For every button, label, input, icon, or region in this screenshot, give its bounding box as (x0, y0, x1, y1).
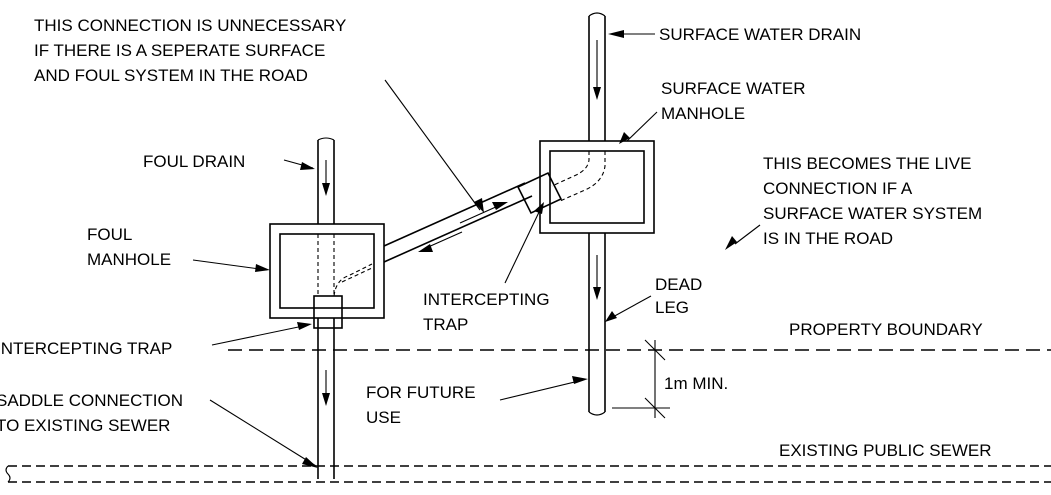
future-use-label-2: USE (366, 408, 401, 427)
live-connection-line-4: IS IN THE ROAD (763, 229, 893, 248)
surface-water-manhole (539, 140, 655, 234)
min-distance-dimension (612, 339, 670, 419)
foul-drain-pipe (317, 137, 335, 479)
connection-note-line-2: IF THERE IS A SEPERATE SURFACE (34, 41, 325, 60)
live-connection-line-3: SURFACE WATER SYSTEM (763, 204, 982, 223)
foul-manhole-label-1: FOUL (87, 225, 132, 244)
surface-water-drain-label: SURFACE WATER DRAIN (659, 25, 861, 44)
surface-water-manhole-label-2: MANHOLE (661, 104, 745, 123)
connecting-pipe (383, 182, 533, 263)
foul-manhole (269, 223, 385, 319)
dead-leg-label-2: LEG (655, 298, 689, 317)
intercepting-trap-right (516, 171, 563, 215)
existing-public-sewer-label: EXISTING PUBLIC SEWER (779, 441, 992, 460)
saddle-connection-label-1: SADDLE CONNECTION (0, 391, 183, 410)
intercepting-trap-left (313, 295, 343, 329)
min-distance-label: 1m MIN. (664, 374, 728, 393)
leader-lines (192, 30, 761, 468)
foul-drain-label: FOUL DRAIN (143, 152, 245, 171)
diagram-labels: THIS CONNECTION IS UNNECESSARY IF THERE … (0, 16, 992, 460)
intercepting-trap-left-label: INTERCEPTING TRAP (0, 339, 172, 358)
dead-leg-label-1: DEAD (655, 275, 702, 294)
foul-manhole-label-2: MANHOLE (87, 250, 171, 269)
saddle-connection-label-2: TO EXISTING SEWER (0, 416, 170, 435)
connection-note-line-3: AND FOUL SYSTEM IN THE ROAD (34, 66, 308, 85)
connection-note-line-1: THIS CONNECTION IS UNNECESSARY (34, 16, 346, 35)
intercepting-trap-right-label-2: TRAP (423, 315, 468, 334)
surface-water-manhole-label-1: SURFACE WATER (661, 79, 806, 98)
live-connection-line-2: CONNECTION IF A (763, 179, 913, 198)
existing-public-sewer (5, 465, 1051, 483)
property-boundary-label: PROPERTY BOUNDARY (789, 320, 983, 339)
intercepting-trap-right-label-1: INTERCEPTING (423, 290, 550, 309)
live-connection-line-1: THIS BECOMES THE LIVE (763, 154, 971, 173)
future-use-label-1: FOR FUTURE (366, 383, 476, 402)
surface-water-drain-pipe (588, 12, 606, 416)
